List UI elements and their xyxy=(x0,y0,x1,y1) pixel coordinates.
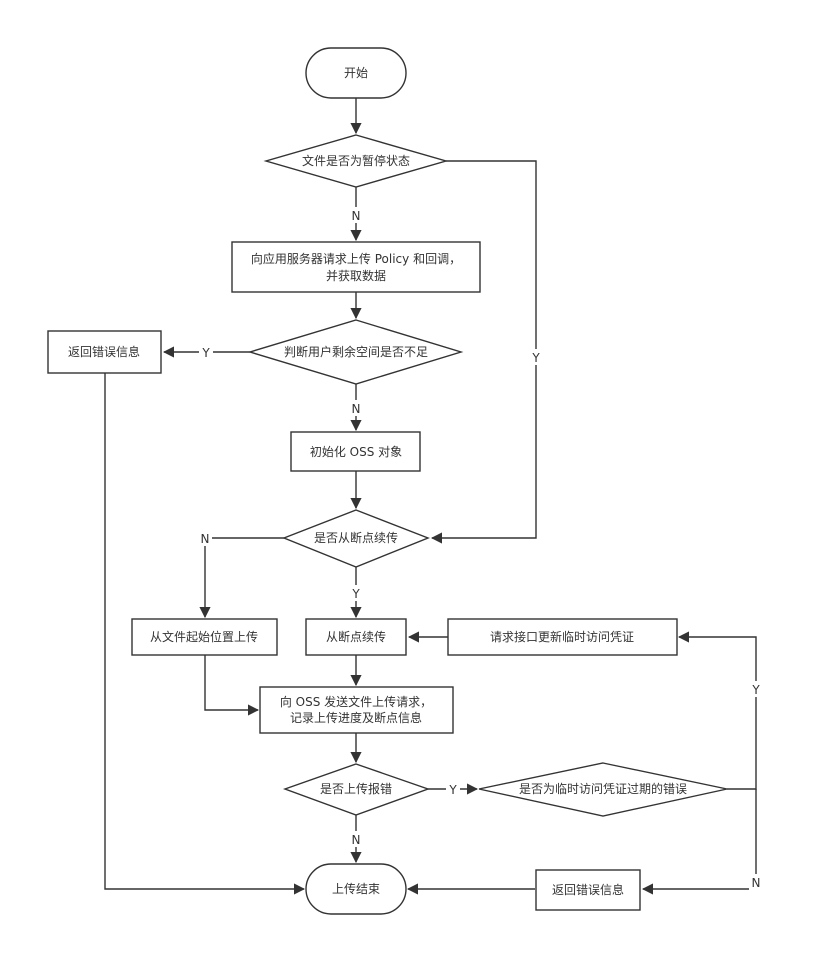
edge-start-upload-to-send xyxy=(204,655,260,716)
process-resume-upload: 从断点续传 xyxy=(305,618,407,656)
process-resume-upload-label: 从断点续传 xyxy=(326,629,386,644)
process-request-policy-line2: 并获取数据 xyxy=(326,268,386,283)
decision-is-paused: 文件是否为暂停状态 xyxy=(263,134,449,188)
edge-resume-no xyxy=(199,537,284,619)
process-return-error-upload-label: 返回错误信息 xyxy=(552,882,624,897)
node-end: 上传结束 xyxy=(305,863,407,915)
decision-upload-error-label: 是否上传报错 xyxy=(320,781,392,796)
process-return-error-space-label: 返回错误信息 xyxy=(68,344,140,359)
process-refresh-credentials: 请求接口更新临时访问凭证 xyxy=(447,618,678,656)
decision-check-space-label: 判断用户剩余空间是否不足 xyxy=(284,344,428,359)
process-init-oss-label: 初始化 OSS 对象 xyxy=(310,445,402,459)
edge-labels: N Y Y N N Y Y N Y N xyxy=(198,207,763,890)
edge-error-to-end xyxy=(104,373,306,895)
decision-resume-check: 是否从断点续传 xyxy=(282,509,430,568)
edge-label-upload-error-no: N xyxy=(352,833,361,847)
process-return-error-upload: 返回错误信息 xyxy=(535,869,641,911)
process-request-policy-line1: 向应用服务器请求上传 Policy 和回调， xyxy=(251,251,461,266)
edge-label-space-no: N xyxy=(352,402,361,416)
node-start: 开始 xyxy=(305,47,407,99)
edge-label-expired-no: N xyxy=(752,876,761,890)
decision-check-space: 判断用户剩余空间是否不足 xyxy=(247,319,464,385)
process-send-request: 向 OSS 发送文件上传请求， 记录上传进度及断点信息 xyxy=(259,686,454,734)
process-request-policy: 向应用服务器请求上传 Policy 和回调， 并获取数据 xyxy=(231,241,481,293)
decision-credential-expired: 是否为临时访问凭证过期的错误 xyxy=(478,762,728,817)
process-upload-from-start: 从文件起始位置上传 xyxy=(131,618,278,656)
node-end-label: 上传结束 xyxy=(332,881,380,896)
edge-label-paused-yes: Y xyxy=(531,351,540,365)
process-send-request-line2: 记录上传进度及断点信息 xyxy=(290,710,422,725)
edge-label-resume-no: N xyxy=(201,532,210,546)
decision-is-paused-label: 文件是否为暂停状态 xyxy=(302,153,410,168)
process-refresh-credentials-label: 请求接口更新临时访问凭证 xyxy=(490,629,634,644)
process-upload-from-start-label: 从文件起始位置上传 xyxy=(150,629,258,644)
decision-upload-error: 是否上传报错 xyxy=(282,763,431,816)
edges xyxy=(104,98,757,895)
process-send-request-line1: 向 OSS 发送文件上传请求， xyxy=(280,694,432,709)
process-init-oss: 初始化 OSS 对象 xyxy=(290,431,421,472)
process-return-error-space: 返回错误信息 xyxy=(47,330,162,374)
edge-expired-yes xyxy=(677,631,757,790)
edge-label-expired-yes: Y xyxy=(751,683,760,697)
edge-label-paused-no: N xyxy=(352,209,361,223)
node-start-label: 开始 xyxy=(344,66,368,80)
decision-resume-check-label: 是否从断点续传 xyxy=(314,530,398,545)
edge-label-upload-error-yes: Y xyxy=(448,783,457,797)
edge-label-space-yes: Y xyxy=(201,346,210,360)
edge-label-resume-yes: Y xyxy=(351,587,360,601)
decision-credential-expired-label: 是否为临时访问凭证过期的错误 xyxy=(519,781,687,796)
